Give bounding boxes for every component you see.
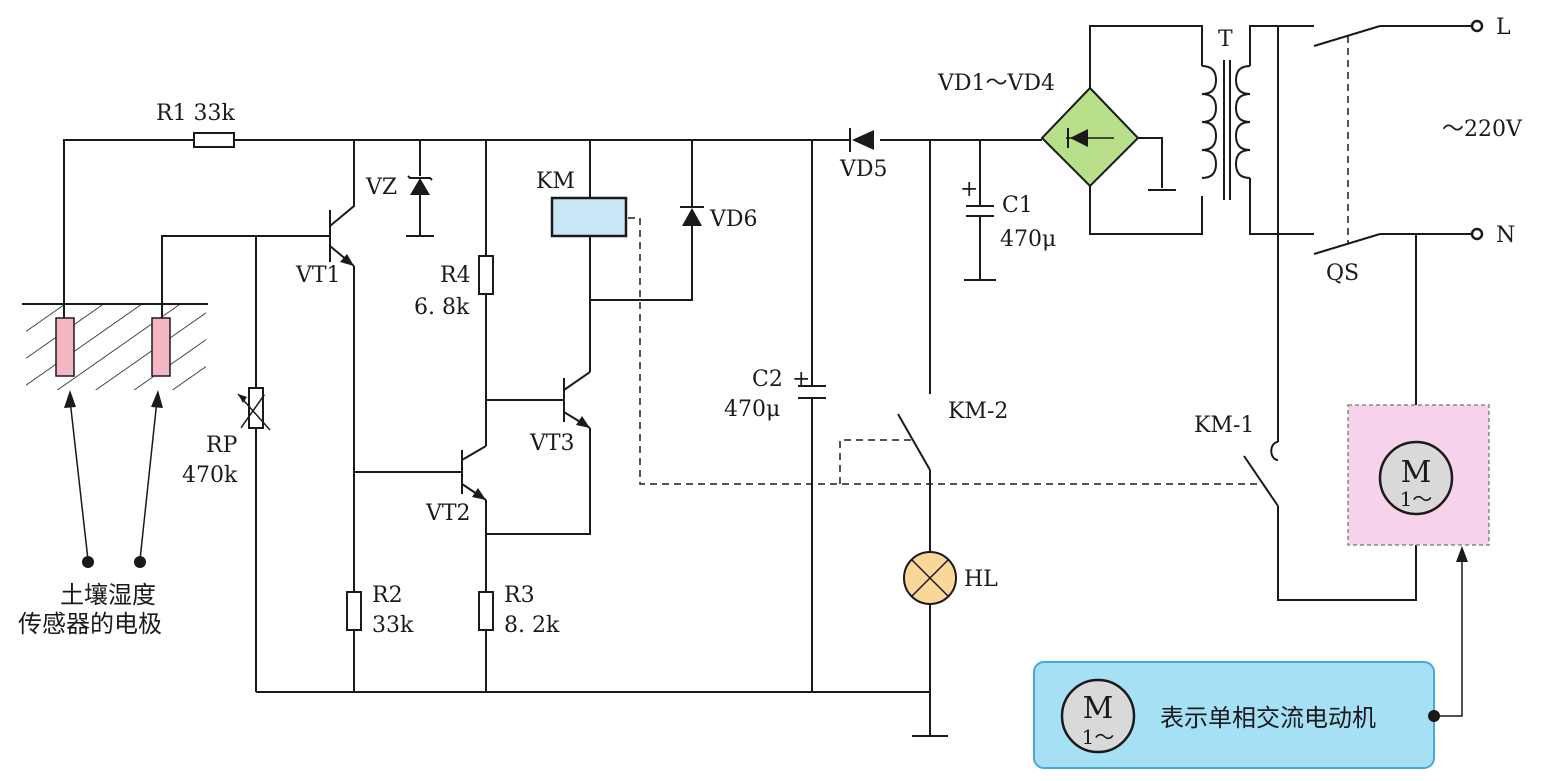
r4-resistor [478,255,494,295]
c2-capacitor [798,140,826,692]
terminal-l-label: L [1496,15,1511,40]
r1-label: R1 33k [156,101,236,126]
transformer-t [1201,25,1278,235]
vt2-label: VT2 [425,501,471,526]
wire-electrode-right [161,235,330,318]
vd5-diode [849,128,874,152]
c2-value: 470μ [724,397,780,422]
c1-label: C1 [1002,193,1033,218]
electrode-right [151,317,171,377]
km-relay-coil [550,196,628,238]
rp-label: RP [206,433,238,458]
sensor-label-line1: 土壤湿度 [60,581,156,609]
legend-text: 表示单相交流电动机 [1160,704,1376,732]
r1-resistor [193,132,235,148]
transformer-label: T [1218,27,1233,52]
c2-label: C2 [752,367,783,392]
km2-label: KM-2 [948,399,1008,424]
vd5-label: VD5 [839,157,888,182]
km-label: KM [536,169,575,194]
bridge-rectifier [1040,25,1203,235]
legend-motor-phase: 1～ [1082,725,1115,749]
r3-value: 8. 2k [504,613,560,638]
terminal-n-label: N [1496,223,1515,248]
electrode-left [55,317,75,377]
r2-value: 33k [372,613,414,638]
c1-value: 470μ [1000,227,1056,252]
legend-box [1033,661,1435,769]
c2-plus: + [792,367,810,392]
c1-capacitor [964,140,996,281]
sensor-label-line2: 传感器的电极 [18,610,162,638]
km1-contact [1243,26,1417,601]
rp-value: 470k [182,463,238,488]
r4-value: 6. 8k [414,295,470,320]
r3-label: R3 [504,583,535,608]
r2-resistor [346,591,362,631]
wire-electrode-left [63,139,194,318]
legend-pointer [1428,546,1468,722]
km1-label: KM-1 [1194,413,1254,438]
relay-linkage [628,217,1262,485]
c1-plus: + [960,177,978,202]
rp-potentiometer [237,236,271,692]
hl-lamp [903,551,957,737]
vd6-label: VD6 [709,207,758,232]
vz-zener-diode [406,140,434,237]
soil-ground [22,303,208,390]
km2-contact [897,140,931,552]
qs-switch [1278,19,1484,255]
bridge-label: VD1～VD4 [937,71,1055,96]
mains-label: ～220V [1442,117,1523,142]
vt3-transistor [486,371,591,535]
r3-resistor [478,591,494,631]
motor-m-label: M [1401,455,1432,490]
r2-label: R2 [372,583,403,608]
legend-motor-m: M [1083,691,1114,726]
motor-phase-label: 1～ [1400,487,1433,511]
vz-label: VZ [365,175,397,200]
qs-label: QS [1326,261,1359,286]
motor-symbol [1378,440,1454,516]
vt3-label: VT3 [529,431,575,456]
hl-label: HL [964,567,998,592]
vt1-label: VT1 [295,263,341,288]
vt2-transistor [461,445,487,692]
sensor-arrows [64,390,163,568]
legend-motor-icon [1060,678,1136,754]
km2-linkage [839,439,912,484]
r4-label: R4 [440,263,471,288]
vd6-diode [590,140,704,301]
